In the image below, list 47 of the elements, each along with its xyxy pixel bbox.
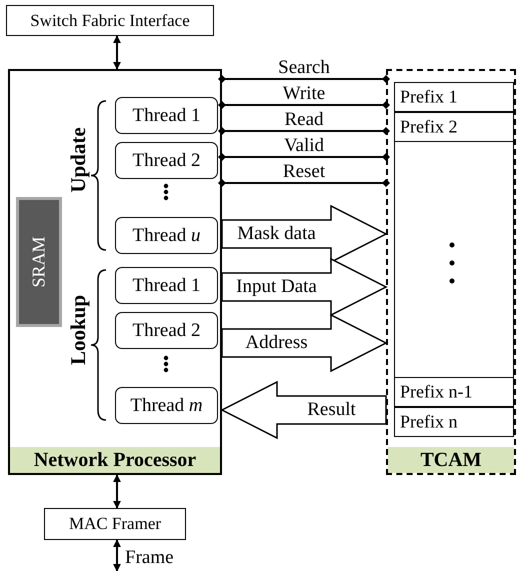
signal-line <box>218 101 390 109</box>
signal-line <box>218 75 390 83</box>
arrow <box>113 35 121 70</box>
memory-block <box>16 197 62 327</box>
title-band: Network Processor <box>10 447 220 473</box>
signal-line <box>218 127 390 135</box>
node-label: MAC Framer <box>68 514 162 534</box>
thread-box <box>115 387 218 424</box>
node-label: Thread 1 <box>131 274 202 296</box>
node-label: Prefix n-1 <box>400 382 472 402</box>
block-box <box>6 5 214 36</box>
signal-line <box>218 179 390 187</box>
node-label: Prefix 1 <box>400 86 458 108</box>
edge-label: Result <box>307 400 356 420</box>
edge-label: Input Data <box>236 277 317 297</box>
arrow <box>113 474 121 509</box>
signal-line <box>218 153 390 161</box>
node-label: Thread u <box>131 224 202 246</box>
group-label: Lookup <box>68 294 88 366</box>
edge-label: Address <box>245 333 308 353</box>
table-row <box>394 377 514 407</box>
block-arrow <box>221 258 388 316</box>
thread-box <box>115 267 218 304</box>
memory-box <box>386 69 516 475</box>
node-label: Prefix n <box>400 412 458 432</box>
node-label: Thread 2 <box>131 150 202 172</box>
title-band: TCAM <box>388 447 514 473</box>
block-arrow <box>221 204 388 264</box>
block-arrow <box>220 380 387 440</box>
node-label: Prefix 2 <box>400 116 458 138</box>
node-label: Thread m <box>129 394 204 416</box>
table-row <box>394 112 514 142</box>
block-box <box>44 508 186 540</box>
thread-box <box>115 142 218 179</box>
arrow <box>113 539 121 571</box>
thread-box <box>115 97 218 134</box>
node-label: SRAM <box>28 236 50 288</box>
node-label: Thread 2 <box>131 320 202 342</box>
processor-box <box>8 69 222 475</box>
node-label: Switch Fabric Interface <box>29 10 191 30</box>
edge-label: Mask data <box>237 224 316 244</box>
edge-label: Frame <box>125 548 174 568</box>
thread-box <box>115 217 218 254</box>
group-label: Update <box>68 127 88 193</box>
block-arrow <box>221 314 388 372</box>
thread-box <box>115 312 218 349</box>
node-label: Thread 1 <box>131 104 202 126</box>
